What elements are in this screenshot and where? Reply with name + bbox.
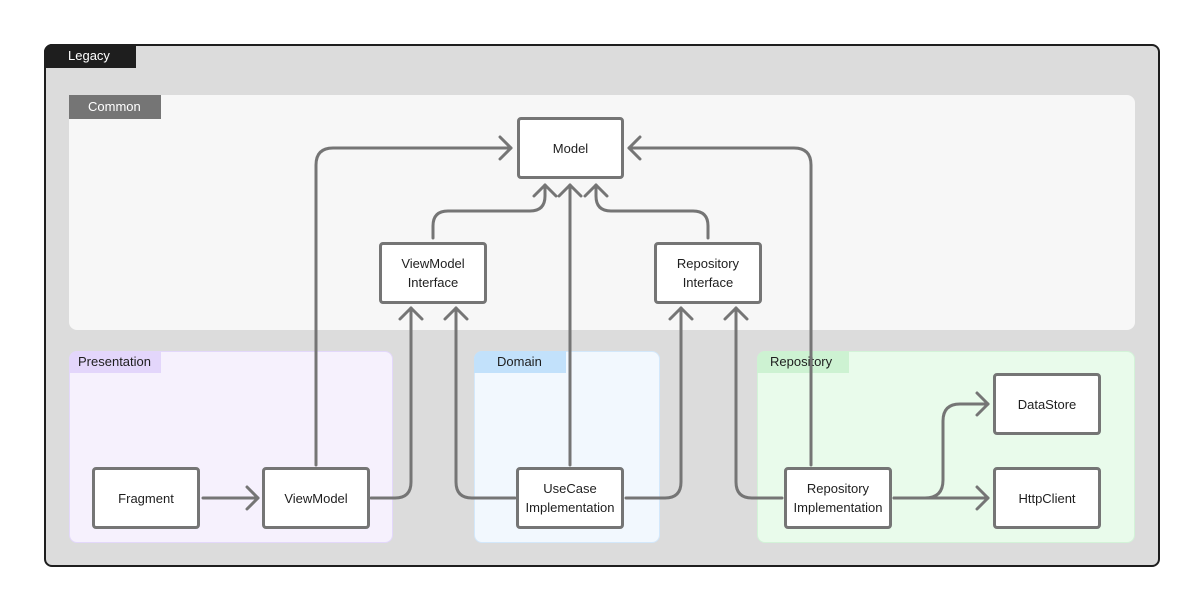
edge-viewmodel-interface-model xyxy=(431,183,547,240)
httpclient-node[interactable]: HttpClient xyxy=(993,467,1101,529)
edge-repository-implementation-model xyxy=(627,146,813,467)
repository-label: Repository xyxy=(757,351,849,373)
arrowhead xyxy=(245,485,260,511)
edge-repository-interface-model xyxy=(594,183,710,240)
domain-label: Domain xyxy=(474,351,566,373)
edge-viewmodel-model xyxy=(314,146,513,467)
arrowhead xyxy=(557,183,583,198)
arrowhead xyxy=(398,306,424,321)
viewmodel-node[interactable]: ViewModel xyxy=(262,467,370,529)
arrowhead xyxy=(583,183,609,198)
arrowhead xyxy=(443,306,469,321)
legacy-label: Legacy xyxy=(44,44,136,68)
viewmodel-interface-node[interactable]: ViewModel Interface xyxy=(379,242,487,304)
arrowhead xyxy=(723,306,749,321)
fragment-node[interactable]: Fragment xyxy=(92,467,200,529)
edge-usecase-repository-interface xyxy=(624,306,683,500)
edge-repository-implementation-repository-interface xyxy=(734,306,784,500)
presentation-label: Presentation xyxy=(69,351,161,373)
arrowhead xyxy=(498,135,513,161)
edge-usecase-viewmodel-interface xyxy=(454,306,517,500)
datastore-node[interactable]: DataStore xyxy=(993,373,1101,435)
repository-implementation-node[interactable]: Repository Implementation xyxy=(784,467,892,529)
usecase-implementation-node[interactable]: UseCase Implementation xyxy=(516,467,624,529)
repository-interface-node[interactable]: Repository Interface xyxy=(654,242,762,304)
arrowhead xyxy=(975,485,990,511)
arrowhead xyxy=(627,135,642,161)
arrowhead xyxy=(975,391,990,417)
arrowhead xyxy=(532,183,558,198)
edge-repository-implementation-datastore xyxy=(892,402,990,500)
model-node[interactable]: Model xyxy=(517,117,624,179)
arrowhead xyxy=(668,306,694,321)
common-label: Common xyxy=(69,95,161,119)
edge-viewmodel-viewmodel-interface xyxy=(369,306,413,500)
